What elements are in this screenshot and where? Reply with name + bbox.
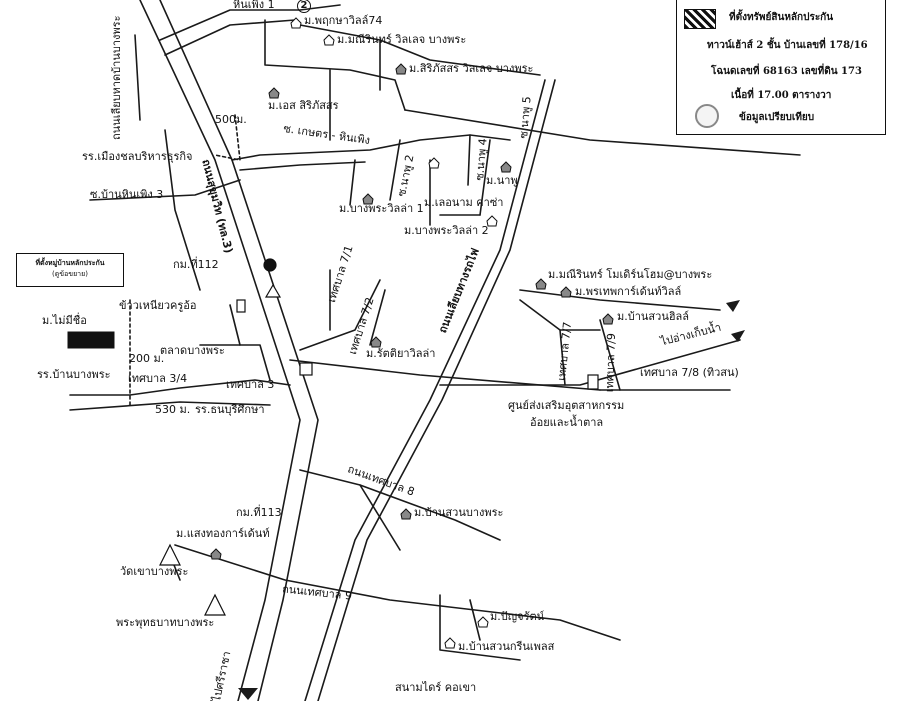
label-rr-suan: รร.ธนบุรีศึกษา <box>195 403 265 416</box>
house-icon <box>268 84 280 99</box>
label-s-siriphat: ม.เอส สิริภัสสร <box>268 99 339 112</box>
label-khao-niao: ข้าวเหนียวครูอ้อ <box>119 299 197 312</box>
house-icon <box>400 505 412 520</box>
comparison-swatch <box>695 104 719 128</box>
legend-line2: ทาวน์เฮ้าส์ 2 ชั้น บ้านเลขที่ 178/16 <box>707 40 868 51</box>
label-panjarat: ม.ปัญจรัตน์ <box>490 610 545 623</box>
label-m-naphu: ม.นาพู <box>486 174 518 187</box>
note-line1: ที่ตั้งหมู่บ้านหลักประกัน <box>35 259 105 267</box>
sukhumvit-road <box>139 0 301 701</box>
house-icon <box>428 154 440 169</box>
label-ban-hinphoeng3: ซ.บ้านหินเพิง 3 <box>90 188 164 201</box>
label-golf: สนามไดร์ คอเขา <box>395 681 477 694</box>
label-manirin-village: ม.มณีรินทร์ วิลเลจ บางพระ <box>337 33 467 46</box>
subject-location-marker <box>67 331 115 349</box>
house-icon <box>290 14 302 29</box>
label-marker-2: 2 <box>297 0 311 13</box>
label-taladbangphra: ตลาดบางพระ <box>160 344 225 357</box>
arrow-sriracha <box>238 688 258 700</box>
label-wat-khao: วัดเขาบางพระ <box>120 565 189 578</box>
note-line2: (ดูข้อขยาย) <box>52 270 88 278</box>
label-d200: 200 ม. <box>129 352 165 365</box>
label-rr-ban-bangphra: รร.บ้านบางพระ <box>37 368 111 381</box>
arrow-78 <box>731 330 745 342</box>
label-manirin-modern: ม.มณีรินทร์ โมเดิร์นโฮม@บางพระ <box>548 268 713 281</box>
label-school-mueang: รร.เมืองชลบริหารธุรกิจ <box>82 150 193 163</box>
rail-road-edge <box>317 79 556 701</box>
legend-line5: ข้อมูลเปรียบเทียบ <box>739 112 815 123</box>
label-rattiya: ม.รัตติยาวิลล่า <box>366 347 436 360</box>
legend-line4: เนื้อที่ 17.00 ตารางวา <box>731 90 832 101</box>
house-icon <box>486 212 498 227</box>
house-icon <box>362 190 374 205</box>
label-km113: กม.ที่113 <box>236 506 282 519</box>
label-bangphra-villa2: ม.บางพระวิลล่า 2 <box>404 224 489 237</box>
label-thesaban78: เทศบาล 7/8 (ทิวสน) <box>640 366 739 379</box>
house-icon <box>444 634 456 649</box>
label-siriphat-village: ม.สิริภัสสร วิลเลจ บางพระ <box>409 62 534 75</box>
label-center2: อ้อยและน้ำตาล <box>530 416 604 429</box>
label-d530: 530 ม. <box>155 403 191 416</box>
sukhumvit-road-edge <box>159 0 319 701</box>
label-thesaban34: เทศบาล 3/4 <box>128 372 188 385</box>
house-icon <box>477 613 489 628</box>
note-box: ที่ตั้งหมู่บ้านหลักประกัน (ดูข้อขยาย) <box>16 253 124 287</box>
label-hinphoeng1: หินเพิง 1 <box>233 0 275 11</box>
label-center1: ศูนย์ส่งเสริมอุตสาหกรรม <box>508 399 625 412</box>
label-suan-bangphra: ม.บ้านสวนบางพระ <box>414 506 504 519</box>
house-icon <box>500 158 512 173</box>
label-d500: 500ม. <box>215 113 247 126</box>
label-phraphutthabat: พระพุทธบาทบางพระ <box>116 616 215 629</box>
label-prathepkan: ม.พรเทพการ์เด้นท์วิลล์ <box>575 285 682 298</box>
label-coast-road: ถนนเลียบหาดบ้านบางพระ <box>110 15 123 140</box>
label-leonam: ม.เลอนาม คาซ่า <box>424 196 504 209</box>
rail-road <box>304 79 546 701</box>
map-legend: ที่ตั้งทรัพย์สินหลักประกัน ทาวน์เฮ้าส์ 2… <box>676 0 886 135</box>
label-suanhill: ม.บ้านสวนฮิลล์ <box>617 310 690 323</box>
house-icon <box>370 333 382 348</box>
label-pruksa74: ม.พฤกษาวิลล์74 <box>304 14 383 27</box>
label-m-maimichue: ม.ไม่มีชื่อ <box>42 314 87 327</box>
house-icon <box>210 545 222 560</box>
house-icon <box>323 31 335 46</box>
label-bangphra-villa1: ม.บางพระวิลล่า 1 <box>339 202 424 215</box>
label-thesaban79: เทศบาล 7/9 <box>603 332 619 393</box>
house-icon <box>560 283 572 298</box>
legend-title: ที่ตั้งทรัพย์สินหลักประกัน <box>729 12 834 23</box>
label-km112: กม.ที่112 <box>173 258 219 271</box>
subject-swatch <box>684 9 716 29</box>
legend-line3: โฉนดเลขที่ 68163 เลขที่ดิน 173 <box>711 66 862 77</box>
label-thesaban3: เทศบาล 3 <box>226 378 275 391</box>
label-suan-green: ม.บ้านสวนกรีนเพลส <box>458 640 555 653</box>
house-icon <box>535 275 547 290</box>
label-saengthong: ม.แสงทองการ์เด้นท์ <box>176 527 270 540</box>
house-icon <box>395 60 407 75</box>
house-icon <box>602 310 614 325</box>
arrow-angkep <box>726 300 740 312</box>
